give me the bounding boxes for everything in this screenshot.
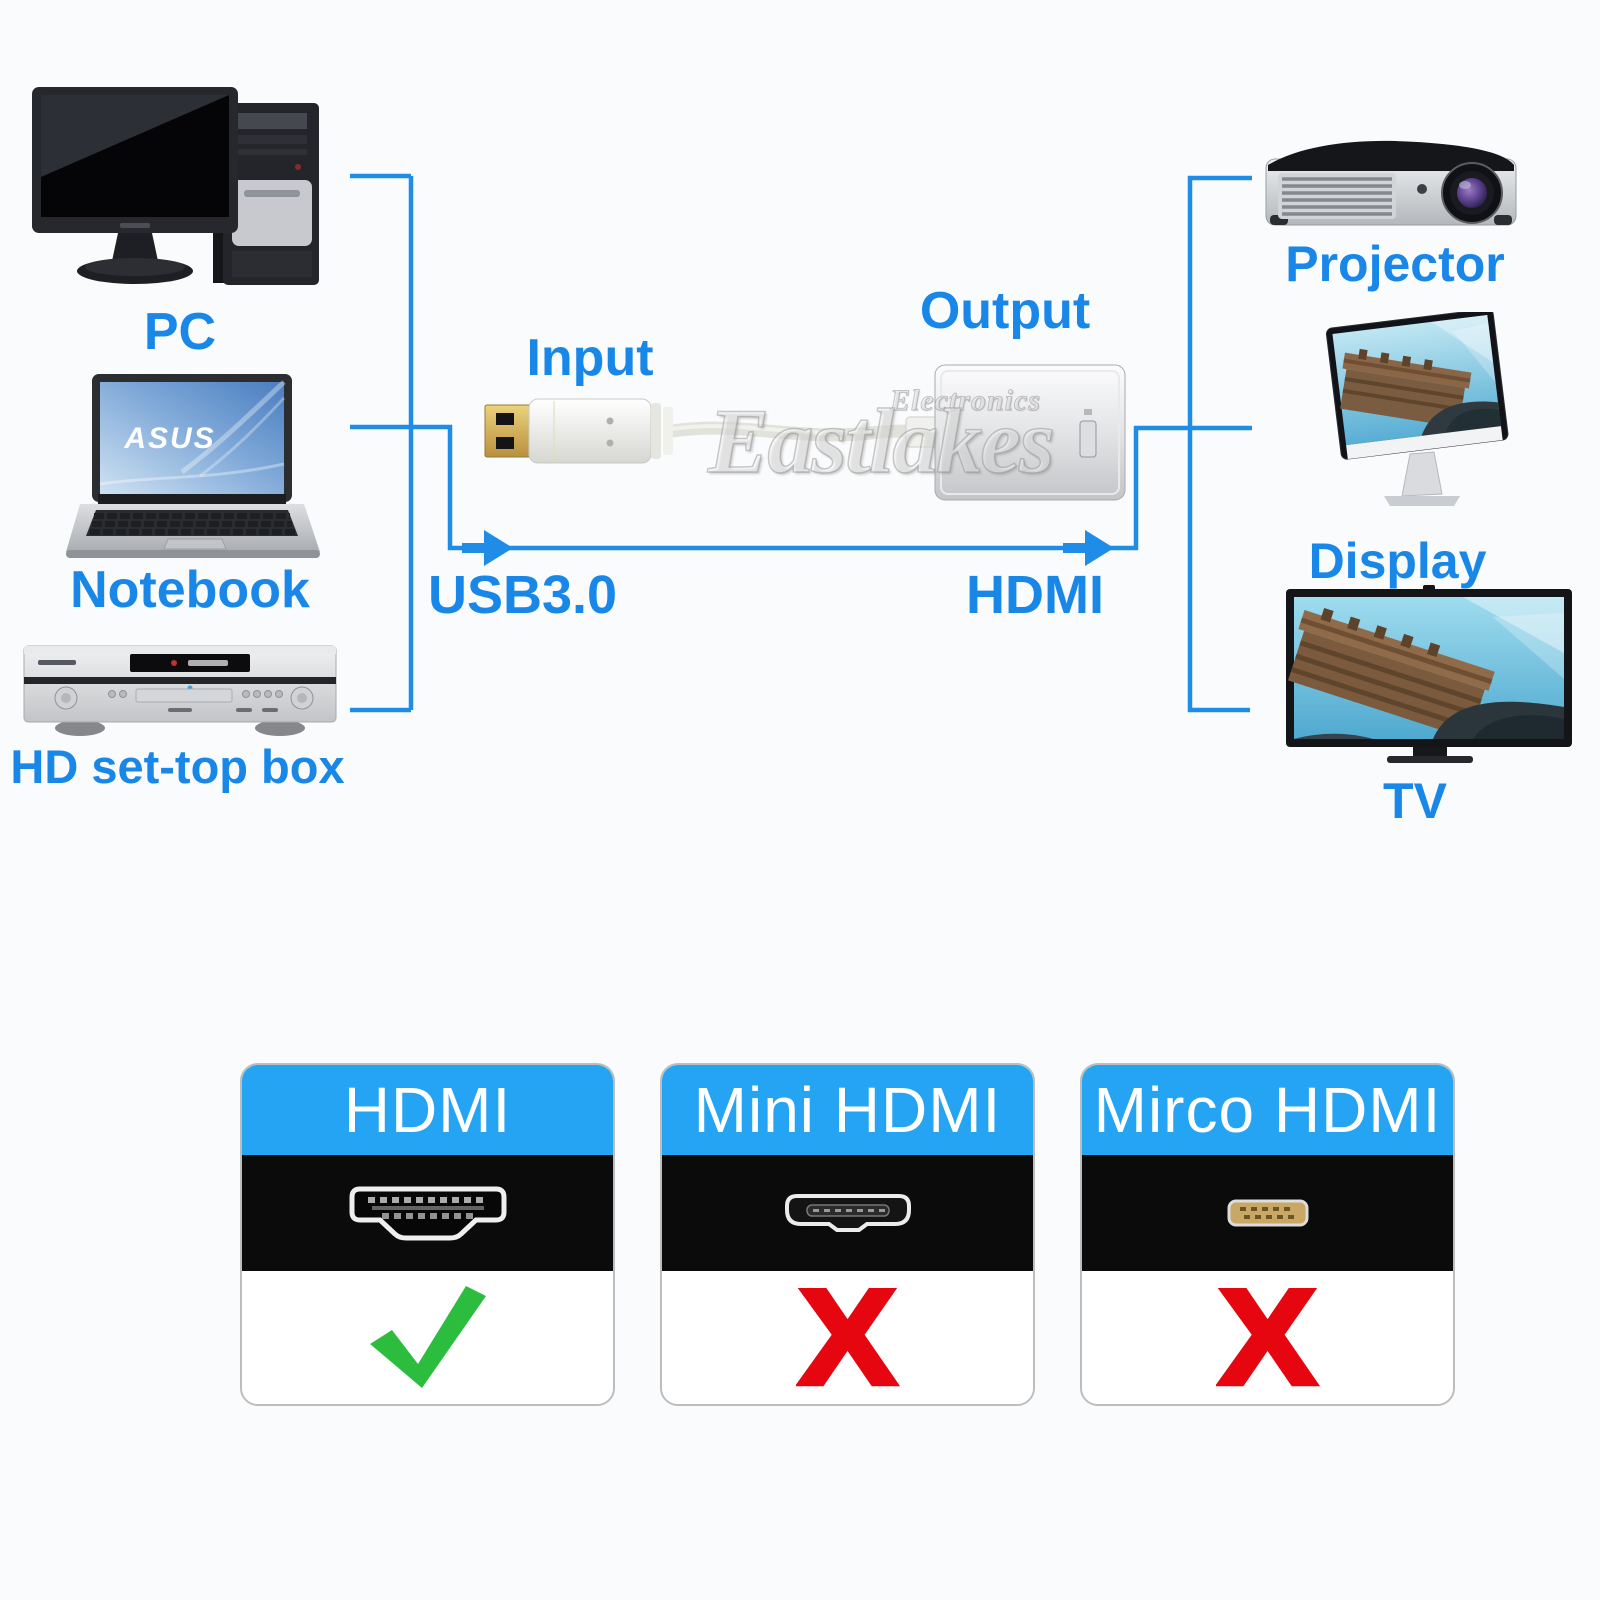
compatibility-cards: HDMI	[240, 1063, 1455, 1406]
usb-label: USB3.0	[427, 565, 618, 625]
usb-hdmi-adapter-image	[460, 345, 1150, 535]
card-micro-hdmi-header: Mirco HDMI	[1082, 1065, 1453, 1155]
check-icon	[369, 1285, 486, 1388]
pc-icon	[32, 87, 319, 285]
settop-box-label: HD set-top box	[10, 740, 345, 793]
usb-hdmi-adapter-icon	[484, 364, 1126, 501]
left-bracket-line	[350, 173, 414, 713]
input-label: Input	[526, 329, 654, 387]
pc-image	[30, 85, 340, 300]
notebook-image: ASUS	[62, 372, 327, 562]
card-mini-hdmi-port	[662, 1155, 1033, 1271]
card-mini-hdmi-header: Mini HDMI	[662, 1065, 1033, 1155]
cross-icon: X	[1216, 1261, 1320, 1406]
micro-hdmi-port-icon	[1227, 1199, 1308, 1227]
card-mini-hdmi: Mini HDMI X	[660, 1063, 1035, 1406]
projector-icon	[1265, 140, 1517, 226]
settop-box-image	[18, 640, 343, 740]
display-image	[1322, 308, 1517, 522]
card-hdmi-port	[242, 1155, 613, 1271]
card-micro-hdmi: Mirco HDMI X	[1080, 1063, 1455, 1406]
tv-icon	[1286, 585, 1572, 763]
card-mini-hdmi-result: X	[662, 1261, 1033, 1406]
right-bracket-line	[1187, 175, 1252, 713]
pc-label: PC	[143, 303, 217, 361]
notebook-label: Notebook	[70, 561, 310, 619]
mini-hdmi-port-icon	[784, 1194, 911, 1232]
display-icon	[1325, 308, 1509, 506]
output-label: Output	[919, 282, 1091, 340]
card-hdmi-title: HDMI	[343, 1074, 512, 1146]
tv-image	[1283, 583, 1578, 768]
tv-label: TV	[1383, 773, 1447, 829]
display-label: Display	[1308, 533, 1487, 589]
card-hdmi: HDMI	[240, 1063, 615, 1406]
card-mini-hdmi-title: Mini HDMI	[693, 1074, 1002, 1146]
adapter-flow-line	[350, 424, 1252, 551]
hdmi-arrow-icon	[1063, 530, 1114, 566]
notebook-icon: ASUS	[66, 374, 320, 558]
settop-box-icon	[23, 645, 337, 736]
hdmi-port-icon	[349, 1186, 506, 1241]
card-hdmi-header: HDMI	[242, 1065, 613, 1155]
cross-icon: X	[796, 1261, 900, 1406]
usb-arrow-icon	[462, 530, 513, 566]
card-hdmi-result	[242, 1271, 613, 1404]
card-micro-hdmi-port	[1082, 1155, 1453, 1271]
projector-image	[1262, 133, 1520, 235]
notebook-screen-brand: ASUS	[123, 422, 215, 455]
hdmi-flow-label: HDMI	[966, 565, 1104, 625]
projector-label: Projector	[1285, 236, 1505, 292]
card-micro-hdmi-result: X	[1082, 1261, 1453, 1406]
card-micro-hdmi-title: Mirco HDMI	[1093, 1074, 1442, 1146]
